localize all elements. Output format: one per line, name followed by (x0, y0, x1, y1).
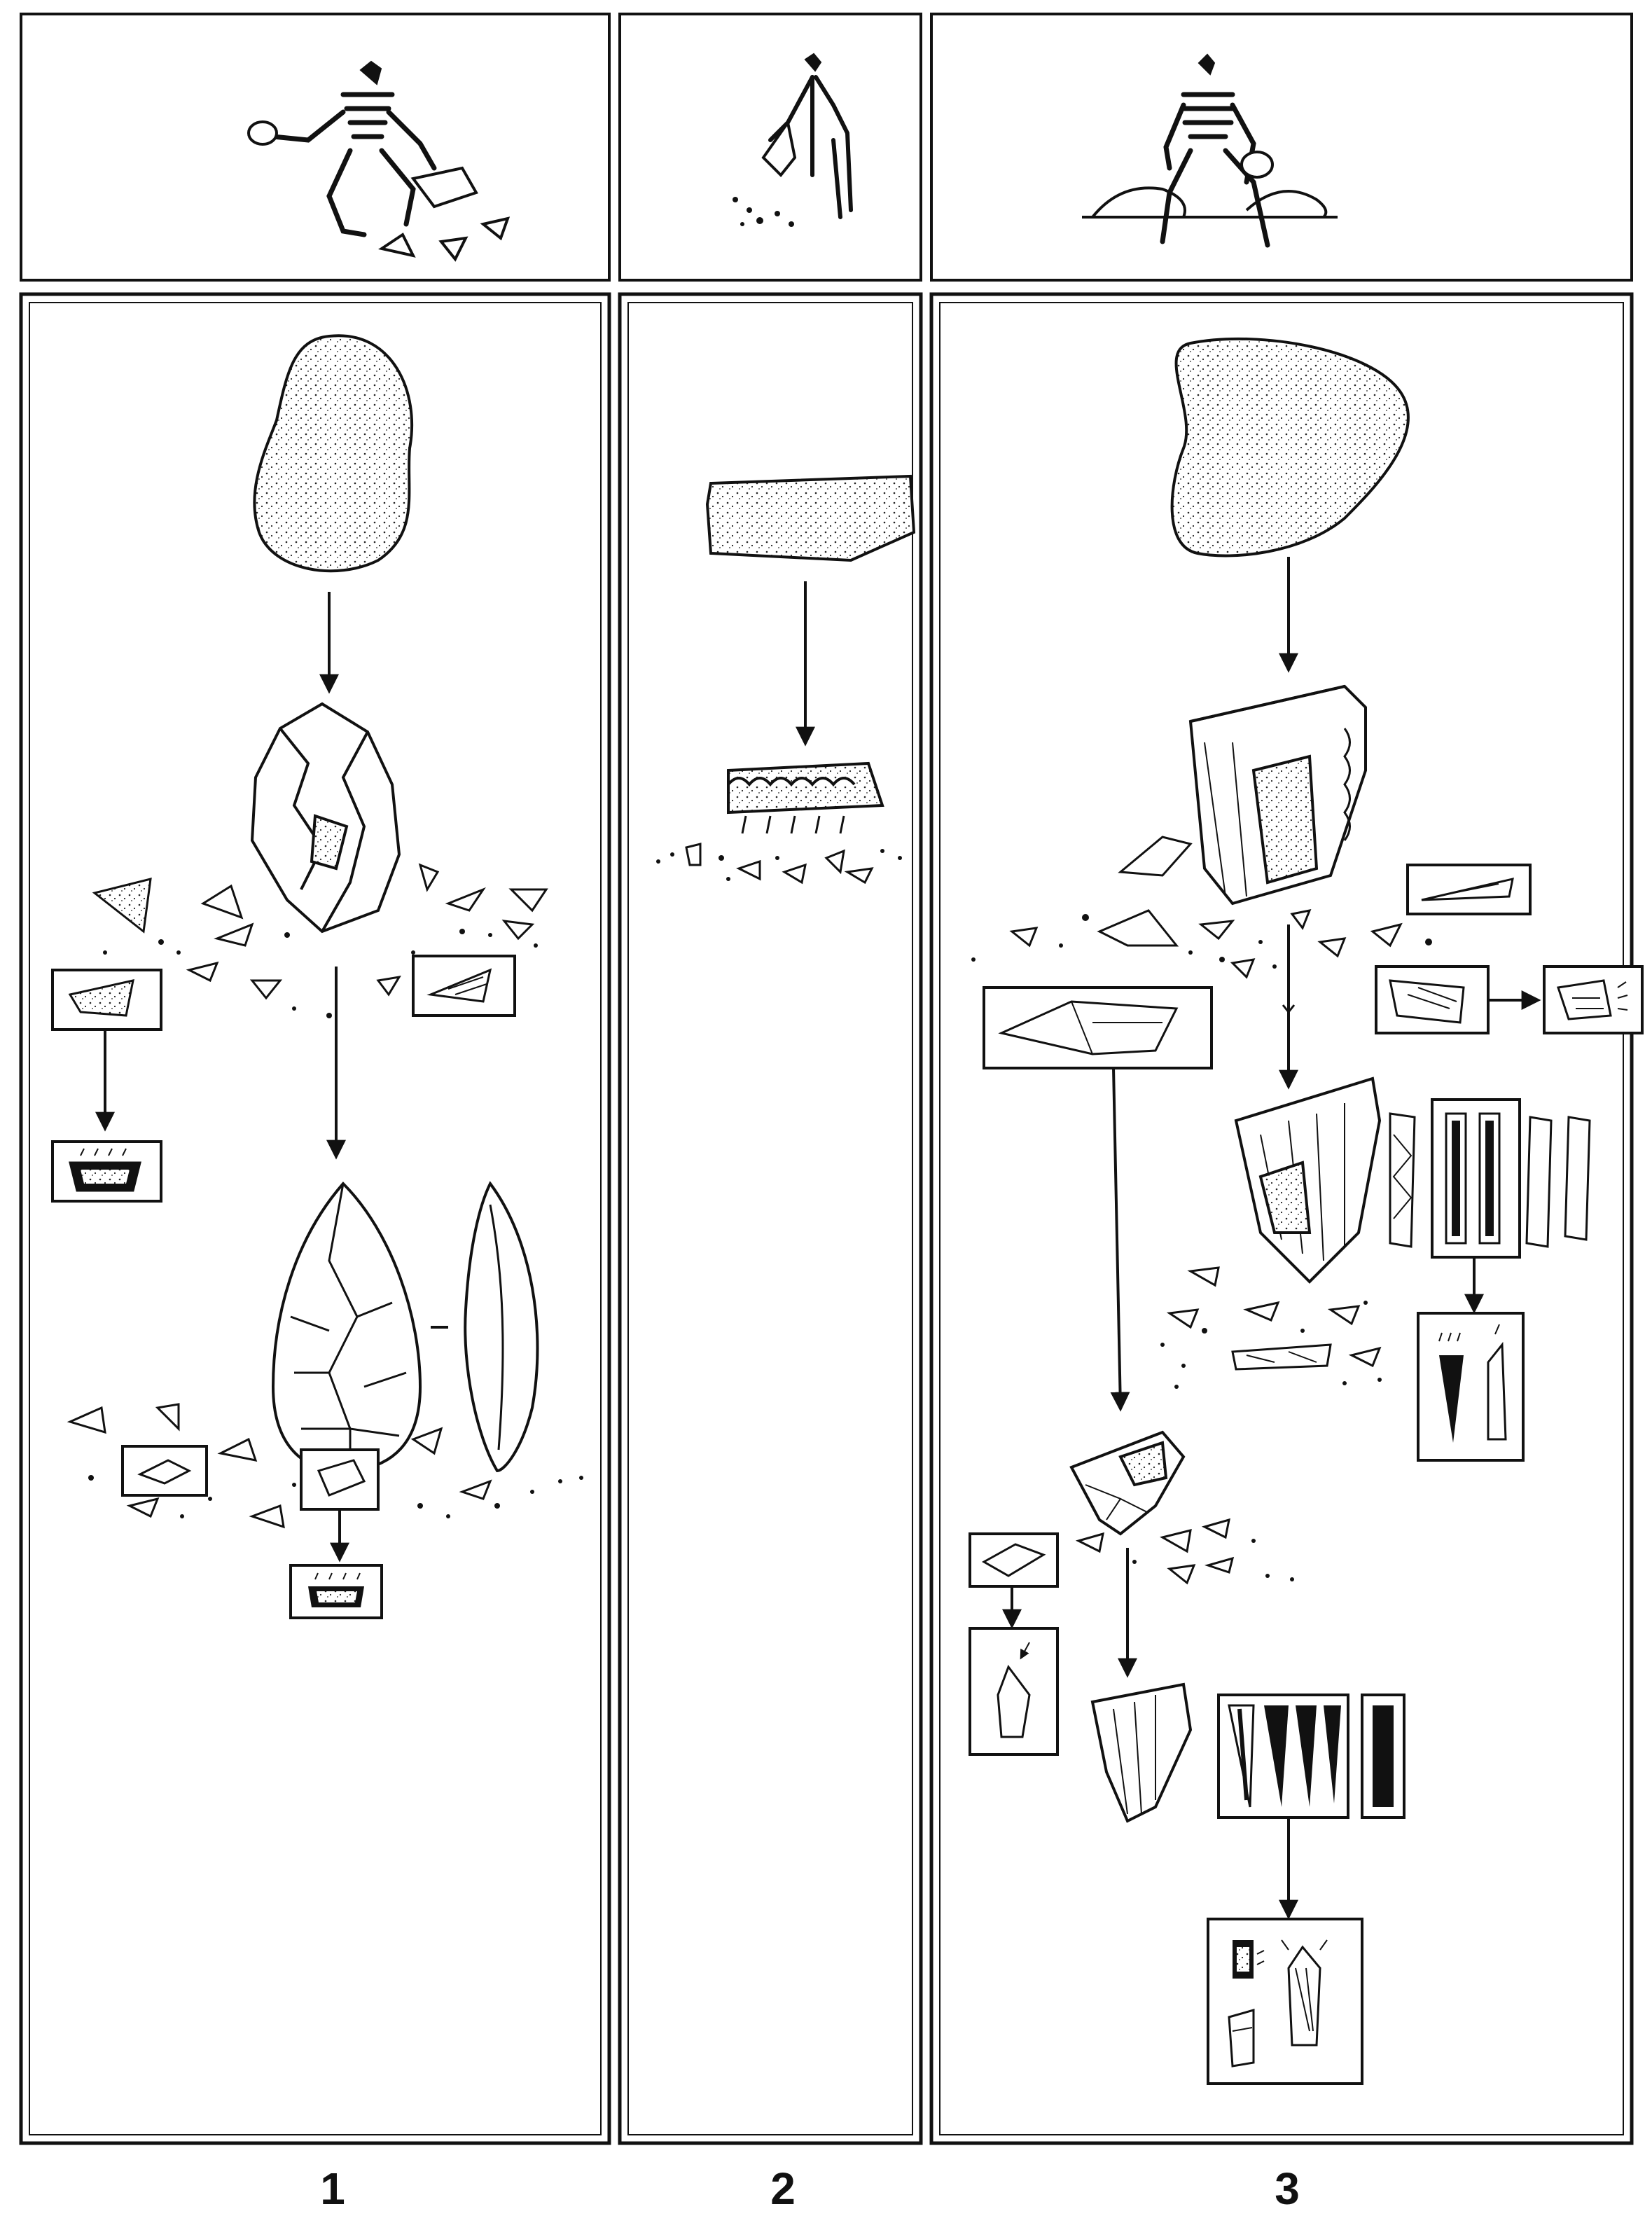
rocks-icon (1082, 186, 1338, 219)
column-2-retouched-block (727, 761, 884, 815)
column-3-flake-scatter-1 (1009, 836, 1403, 979)
handaxe-profile-icon (464, 1181, 539, 1473)
column-3-flake-scatter-2 (1166, 1266, 1382, 1371)
column-3-blade-core (1234, 1076, 1382, 1284)
main-panel-2 (618, 292, 923, 2145)
column-2-debris (685, 843, 874, 885)
column-1-flake-scatter-2 (67, 1403, 492, 1529)
header-panel-1 (20, 13, 611, 282)
column-1-debris-dots-1 (103, 929, 538, 1018)
column-3-inset-flake-b (1543, 965, 1644, 1034)
main-panel-1 (19, 292, 611, 2145)
main-panels (19, 292, 1634, 2145)
column-3-inset-preform (983, 986, 1213, 1069)
column-1-flake-scatter-1 (92, 863, 548, 1000)
column-3-debris-dots-2 (1160, 1301, 1382, 1389)
column-3-inset-tools (1207, 1918, 1363, 2085)
column-2-impact-arrows (741, 815, 845, 834)
column-3-inset-flake-a (1375, 965, 1490, 1034)
column-2-debris-dots (656, 849, 902, 881)
column-1-roughout (250, 702, 401, 934)
column-label-1: 1 (320, 2163, 345, 2214)
column-label-2: 2 (770, 2163, 796, 2214)
column-3-core-3 (1090, 1682, 1193, 1823)
column-1-inset-flake-2 (121, 1445, 208, 1497)
header-panels (20, 13, 1633, 282)
knapper-figure-3 (1160, 53, 1270, 248)
column-3-prepared-core (1188, 684, 1367, 906)
column-3-arrow-2-tick (1282, 1004, 1296, 1014)
core-in-hand-icon (1240, 151, 1274, 179)
column-3-arrow-3 (1110, 1067, 1130, 1412)
column-1-inset-scraper (51, 1140, 162, 1203)
column-3-nodule (1170, 337, 1410, 557)
column-3-inset-blade-flake (1406, 864, 1532, 915)
column-3-inset-burins (1417, 1312, 1525, 1462)
column-2-tabular-block (705, 474, 916, 562)
blades-icon-group-1 (1389, 1098, 1591, 1259)
column-1-inset-tool (289, 1564, 383, 1619)
column-1-inset-flake-right (412, 955, 516, 1017)
blades-icon-group-2 (1217, 1694, 1405, 1819)
knapper-figure-1 (270, 60, 437, 237)
header-panel-2 (618, 13, 922, 282)
column-3-inset-point (969, 1627, 1059, 1756)
worker-figure-2 (761, 53, 853, 219)
header-1-debris (377, 166, 511, 262)
column-3-core-2 (1069, 1430, 1186, 1536)
header-2-debris (733, 197, 794, 227)
column-3-flake-scatter-3 (1075, 1518, 1235, 1585)
hammerstone-icon (247, 120, 278, 146)
column-1-nodule (253, 334, 414, 573)
header-panel-3 (930, 13, 1633, 282)
column-1-inset-flake-left (51, 969, 162, 1031)
column-3-debris-dots-1 (971, 914, 1432, 969)
column-3-inset-small-flake (969, 1532, 1059, 1588)
handaxe-icon (271, 1182, 422, 1473)
main-panel-3 (929, 292, 1634, 2145)
column-1-debris-dots-2 (88, 1475, 583, 1518)
column-1-inset-flake-3 (300, 1448, 380, 1511)
column-label-3: 3 (1275, 2163, 1300, 2214)
column-3-debris-dots-3 (1132, 1539, 1294, 1581)
